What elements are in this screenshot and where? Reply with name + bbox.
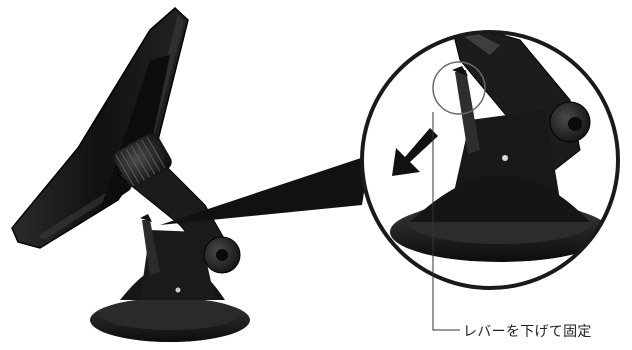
lever-instruction-label: レバーを下げて固定 [463,321,592,341]
navigation-device [12,8,188,248]
zoom-inset [362,20,618,288]
mount-base [90,214,250,342]
callout-wedge [160,155,370,225]
